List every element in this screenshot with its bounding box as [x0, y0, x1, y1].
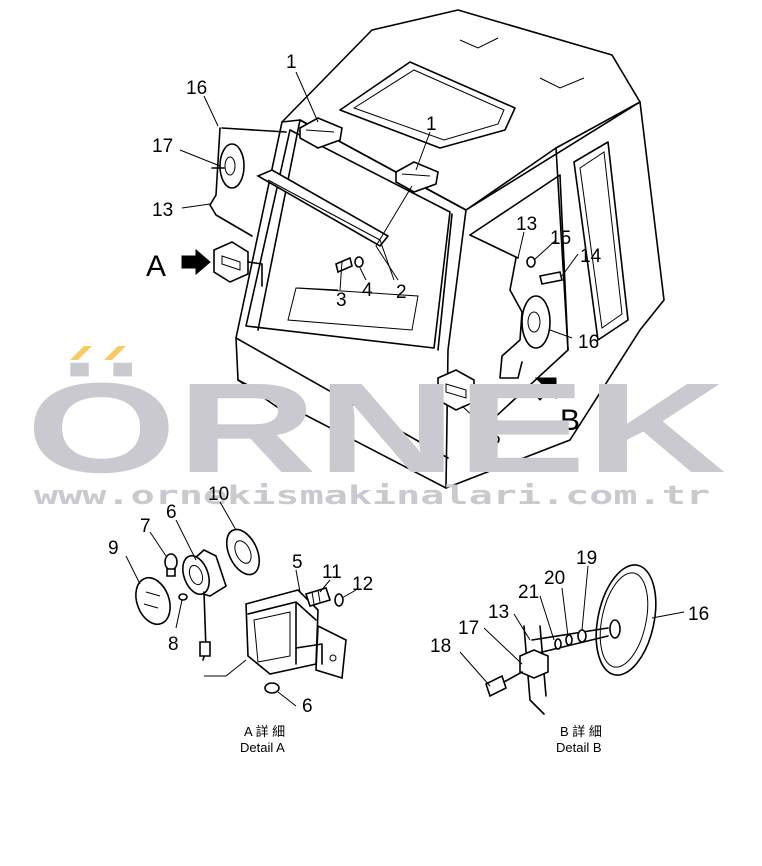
a-callout-5: 5	[292, 552, 303, 573]
callout-2: 2	[396, 282, 407, 303]
mirror-clamp	[519, 649, 549, 679]
main-leaders	[179, 71, 579, 431]
nut	[264, 682, 280, 694]
watermark-url: www.ornekismakinalari.com.tr	[34, 481, 710, 511]
callout-13-left: 13	[152, 200, 173, 221]
a-callout-10: 10	[208, 484, 229, 505]
rear-lamp-b	[437, 369, 475, 411]
callout-3: 3	[336, 290, 347, 311]
view-b-label: B	[560, 404, 580, 437]
mirror-washers	[554, 629, 587, 650]
b-callout-18: 18	[430, 636, 451, 657]
callout-17-left: 17	[152, 136, 173, 157]
mirror	[595, 564, 657, 676]
a-callout-7: 7	[140, 516, 151, 537]
callout-1-right: 1	[426, 114, 437, 135]
sun-visor	[256, 169, 390, 248]
callout-13-right: 13	[516, 214, 537, 235]
callout-15: 15	[550, 228, 571, 249]
view-b-arrow	[533, 377, 557, 401]
detail-a-caption-en: Detail A	[240, 740, 285, 755]
bulb	[164, 553, 178, 577]
left-mirror-assembly	[209, 127, 287, 237]
b-callout-16: 16	[688, 604, 709, 625]
callout-14: 14	[580, 246, 602, 267]
a-callout-9: 9	[108, 538, 119, 559]
lamp-body	[178, 549, 227, 661]
callout-4: 4	[362, 280, 373, 301]
detail-b-caption-en: Detail B	[556, 740, 602, 755]
rear-lamp-a	[213, 241, 263, 287]
a-callout-6-bottom: 6	[302, 696, 313, 717]
lamp-bracket	[245, 589, 347, 680]
detail-a: 9 7 6 10 8 5 11 12 6 A 詳 細 Detail A	[108, 484, 373, 755]
view-a-arrow	[181, 248, 211, 276]
a-callout-11: 11	[322, 562, 342, 583]
main-callouts: 1 1 2 3 4 16 17 13 13 15 14 16 5 A B	[146, 52, 602, 449]
callout-1-left: 1	[286, 52, 297, 73]
callout-5-main: 5	[490, 428, 501, 449]
a-callout-8: 8	[168, 634, 179, 655]
b-callout-17: 17	[458, 618, 479, 639]
work-lamp-left	[299, 117, 343, 149]
bracket-bolt	[304, 587, 344, 607]
watermark-accent	[70, 346, 126, 360]
view-a-label: A	[146, 250, 166, 283]
b-callout-20: 20	[544, 568, 565, 589]
callout-16-right: 16	[578, 332, 599, 353]
detail-a-caption-jp: A 詳 細	[244, 724, 285, 739]
detail-b: 18 17 13 21 20 19 16 B 詳 細 Detail B	[430, 548, 709, 755]
lamp-lens	[135, 576, 171, 626]
watermark: ÖRNEK www.ornekismakinalari.com.tr	[26, 346, 726, 511]
visor-bolt	[335, 256, 364, 274]
watermark-brand: ÖRNEK	[26, 357, 726, 500]
work-lamp-right	[395, 161, 439, 193]
b-callout-19: 19	[576, 548, 597, 569]
a-callout-6-top: 6	[166, 502, 177, 523]
b-callout-13: 13	[488, 602, 509, 623]
callout-16-left: 16	[186, 78, 207, 99]
lamp-rim	[225, 528, 261, 576]
detail-b-caption-jp: B 詳 細	[560, 724, 602, 739]
clamp-bolt	[485, 671, 523, 698]
b-callout-21: 21	[518, 582, 539, 603]
right-mirror-assembly	[469, 234, 563, 379]
a-callout-12: 12	[352, 574, 373, 595]
cab-body	[235, 9, 665, 489]
